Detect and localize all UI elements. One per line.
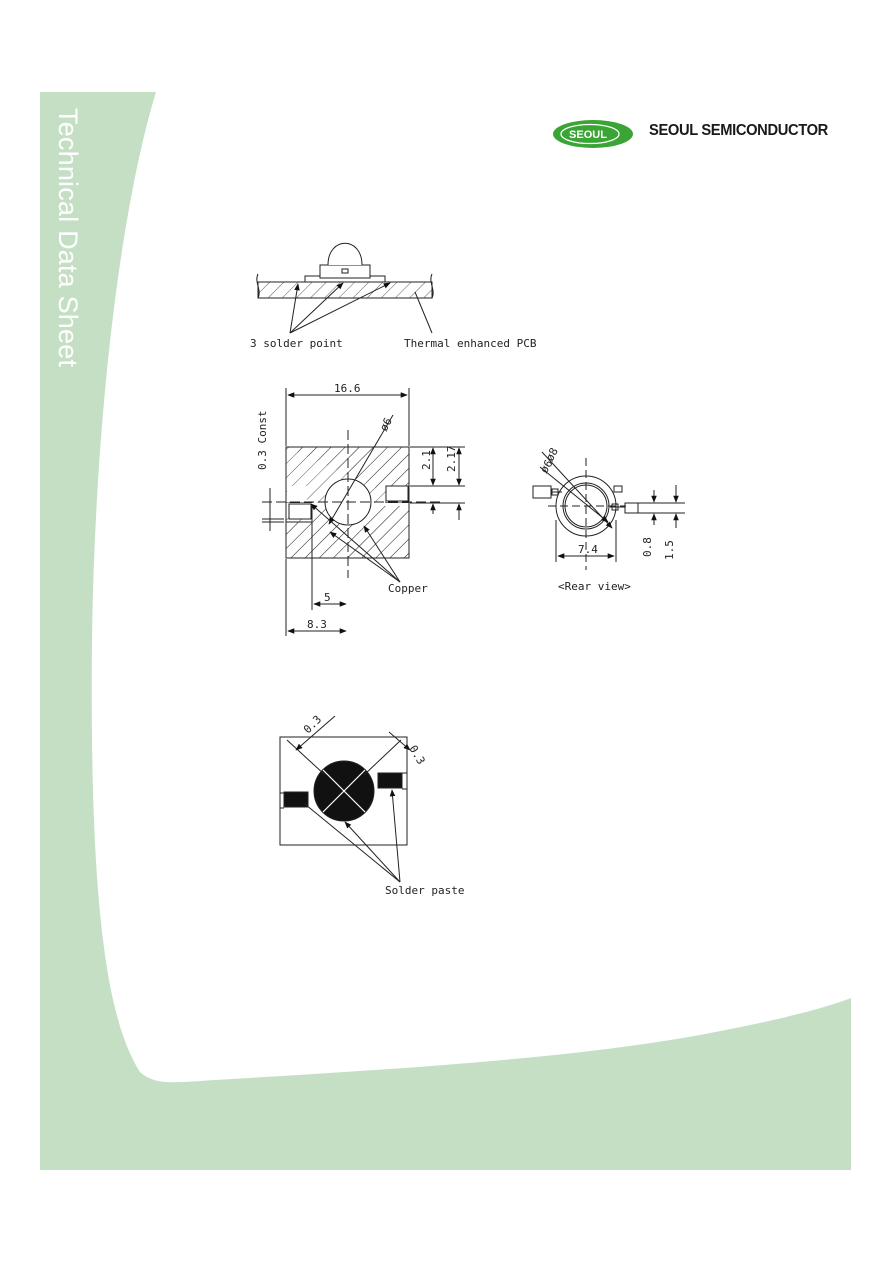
dim-5: 5 (324, 591, 331, 604)
dim-7-4: 7.4 (578, 543, 598, 556)
dim-stencil-left: 0.3 (301, 713, 324, 736)
company-name: SEOUL SEMICONDUCTOR (649, 122, 828, 139)
side-view-figure (257, 243, 433, 333)
logo-text: SEOUL (569, 129, 607, 141)
pcb-layout-figure (262, 388, 465, 636)
sidebar-title: Technical Data Sheet (53, 108, 83, 368)
pcb-label: Thermal enhanced PCB (404, 337, 537, 350)
dim-0-8: 0.8 (641, 537, 654, 557)
dim-8-3: 8.3 (307, 618, 327, 631)
dim-diameter-8: ø8 (543, 446, 561, 464)
solder-paste-label: Solder paste (385, 884, 464, 897)
dim-stencil-right: 0.3 (406, 743, 427, 767)
dim-diameter-6: ø6 (538, 457, 556, 475)
dim-const: 0.3 Const (256, 410, 269, 470)
seoul-logo: SEOUL (553, 120, 633, 148)
dim-2-1: 2.1 (420, 450, 433, 470)
dim-2-17: 2.17 (445, 446, 458, 473)
dim-width: 16.6 (334, 382, 361, 395)
solder-point-label: 3 solder point (250, 337, 343, 350)
rear-view-label: <Rear view> (558, 580, 631, 593)
stencil-figure (280, 716, 411, 882)
rear-view-figure (533, 452, 685, 570)
dim-hole-diameter: ø6 (377, 416, 395, 434)
copper-label: Copper (388, 582, 428, 595)
green-sidebar-band (40, 92, 851, 1170)
dim-1-5: 1.5 (663, 540, 676, 560)
